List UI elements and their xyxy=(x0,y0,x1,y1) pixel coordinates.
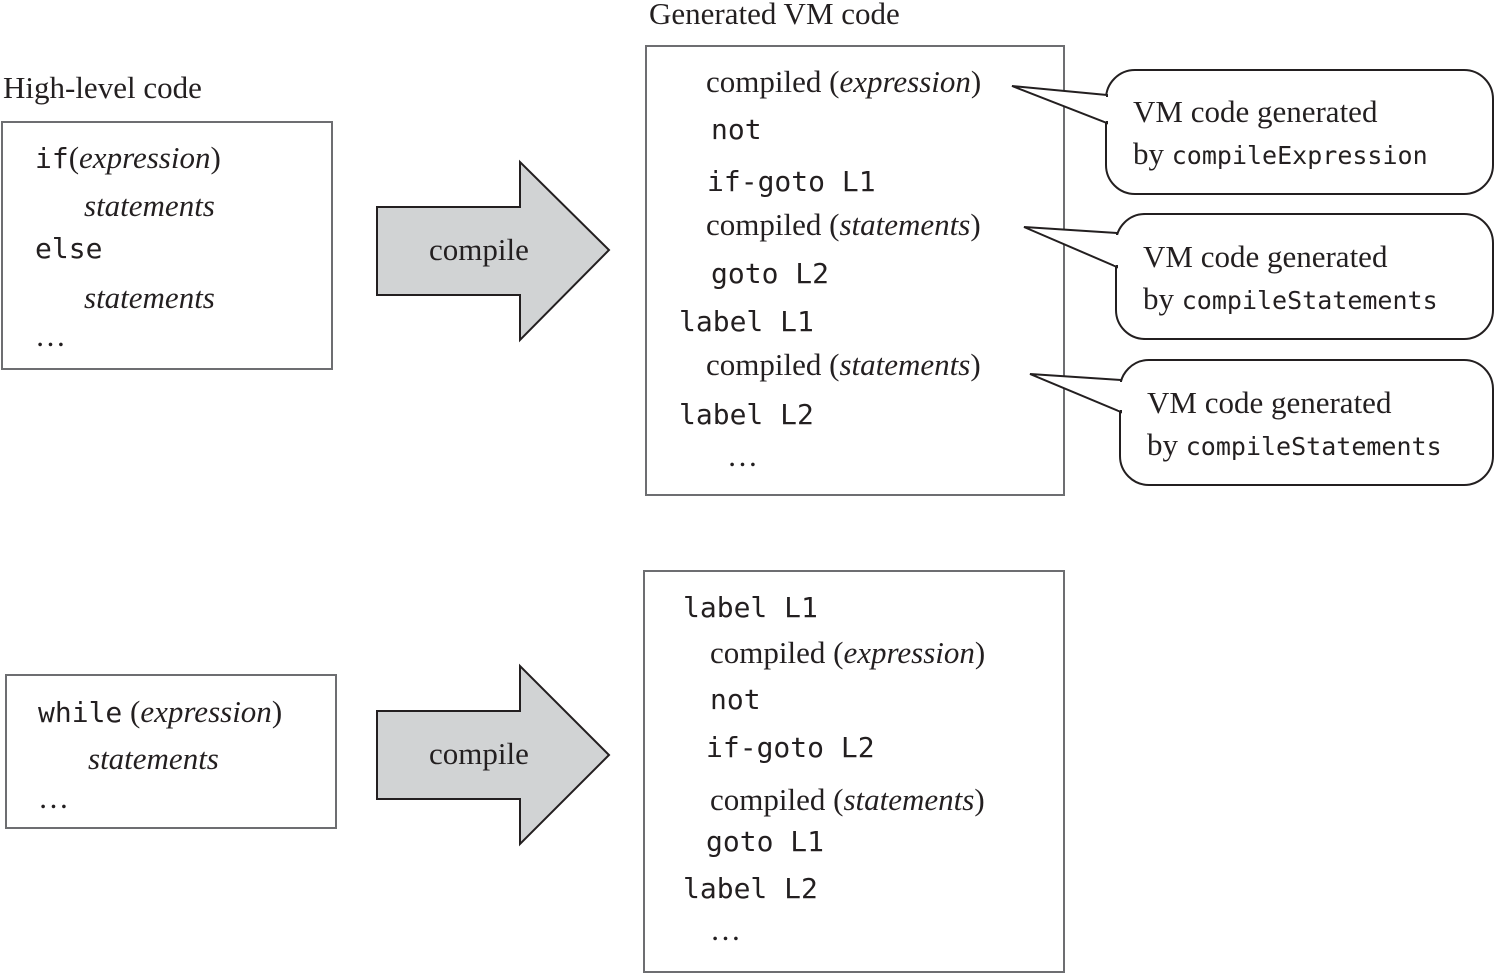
callout-pointer xyxy=(1011,85,1108,125)
vm-label-l2: label L2 xyxy=(679,398,814,431)
compile-label: compile xyxy=(429,232,529,267)
callout-line1: VM code generated xyxy=(1133,94,1378,129)
while-keyword: while xyxy=(38,696,123,729)
ellipsis: … xyxy=(38,780,69,815)
if-line: if(expression) xyxy=(35,140,221,176)
statements-text: statements xyxy=(839,207,971,242)
expression-text: expression xyxy=(839,64,971,99)
vm-goto: goto L1 xyxy=(706,825,825,858)
compile-label: compile xyxy=(429,736,529,771)
paren: ) xyxy=(271,694,283,729)
vm-not: not xyxy=(711,113,762,146)
ellipsis: … xyxy=(710,912,741,947)
paren: ) xyxy=(970,207,981,242)
compiled-text: compiled xyxy=(710,635,826,670)
compiled-statements-line: compiled (statements) xyxy=(706,207,981,243)
paren: ( xyxy=(130,694,141,729)
vm-label-l2: label L2 xyxy=(683,872,818,905)
statements-text: statements xyxy=(843,782,975,817)
callout-line2: by compileExpression xyxy=(1133,136,1428,172)
callout-compile-statements xyxy=(1119,359,1494,486)
generated-vm-code-title: Generated VM code xyxy=(649,0,900,31)
paren: ( xyxy=(829,64,840,99)
paren: ) xyxy=(974,635,986,670)
statements-text: statements xyxy=(84,188,215,223)
callout-line2: by compileStatements xyxy=(1143,281,1438,317)
compiled-statements-line: compiled (statements) xyxy=(710,782,985,818)
compiled-statements-line: compiled (statements) xyxy=(706,347,981,383)
if-vm-box xyxy=(645,45,1065,496)
if-keyword: if xyxy=(35,142,69,175)
while-source-box xyxy=(5,674,337,829)
callout-compile-statements xyxy=(1115,213,1494,340)
function-name: compileExpression xyxy=(1171,141,1428,170)
paren: ) xyxy=(970,64,982,99)
vm-not: not xyxy=(710,683,761,716)
paren: ( xyxy=(829,207,840,242)
high-level-code-title: High-level code xyxy=(3,70,202,105)
callout-line2: by compileStatements xyxy=(1147,427,1442,463)
paren: ) xyxy=(210,140,221,175)
vm-if-goto: if-goto L2 xyxy=(706,731,875,764)
callout-pointer xyxy=(1023,226,1118,269)
by-text: by xyxy=(1133,136,1164,171)
callout-pointer xyxy=(1029,373,1122,414)
callout-compile-expression xyxy=(1105,69,1494,195)
statements-text: statements xyxy=(84,280,215,315)
statements-text: statements xyxy=(839,347,971,382)
by-text: by xyxy=(1143,281,1174,316)
vm-label-l1: label L1 xyxy=(679,305,814,338)
paren: ) xyxy=(970,347,981,382)
while-line: while (expression) xyxy=(38,694,282,730)
compiled-text: compiled xyxy=(706,207,822,242)
compiled-text: compiled xyxy=(706,347,822,382)
vm-label-l1: label L1 xyxy=(683,591,818,624)
compiled-text: compiled xyxy=(706,64,822,99)
by-text: by xyxy=(1147,427,1178,462)
callout-line1: VM code generated xyxy=(1147,385,1392,420)
function-name: compileStatements xyxy=(1181,286,1438,315)
paren: ( xyxy=(829,347,840,382)
function-name: compileStatements xyxy=(1185,432,1442,461)
compiled-text: compiled xyxy=(710,782,826,817)
ellipsis: … xyxy=(35,318,66,353)
else-keyword: else xyxy=(35,232,103,265)
statements-text: statements xyxy=(88,741,219,776)
compiled-expression-line: compiled (expression) xyxy=(710,635,985,671)
callout-line1: VM code generated xyxy=(1143,239,1388,274)
compiled-expression-line: compiled (expression) xyxy=(706,64,981,100)
expression-text: expression xyxy=(140,694,272,729)
paren: ( xyxy=(68,140,80,175)
if-source-box xyxy=(1,121,333,370)
paren: ) xyxy=(974,782,985,817)
paren: ( xyxy=(833,635,844,670)
ellipsis: … xyxy=(727,438,758,473)
while-vm-box xyxy=(643,570,1065,973)
expression-text: expression xyxy=(79,140,211,175)
expression-text: expression xyxy=(843,635,975,670)
vm-goto: goto L2 xyxy=(711,257,830,290)
compile-arrow-if xyxy=(376,159,611,343)
vm-if-goto: if-goto L1 xyxy=(707,165,876,198)
paren: ( xyxy=(833,782,844,817)
compile-arrow-while xyxy=(376,663,611,847)
